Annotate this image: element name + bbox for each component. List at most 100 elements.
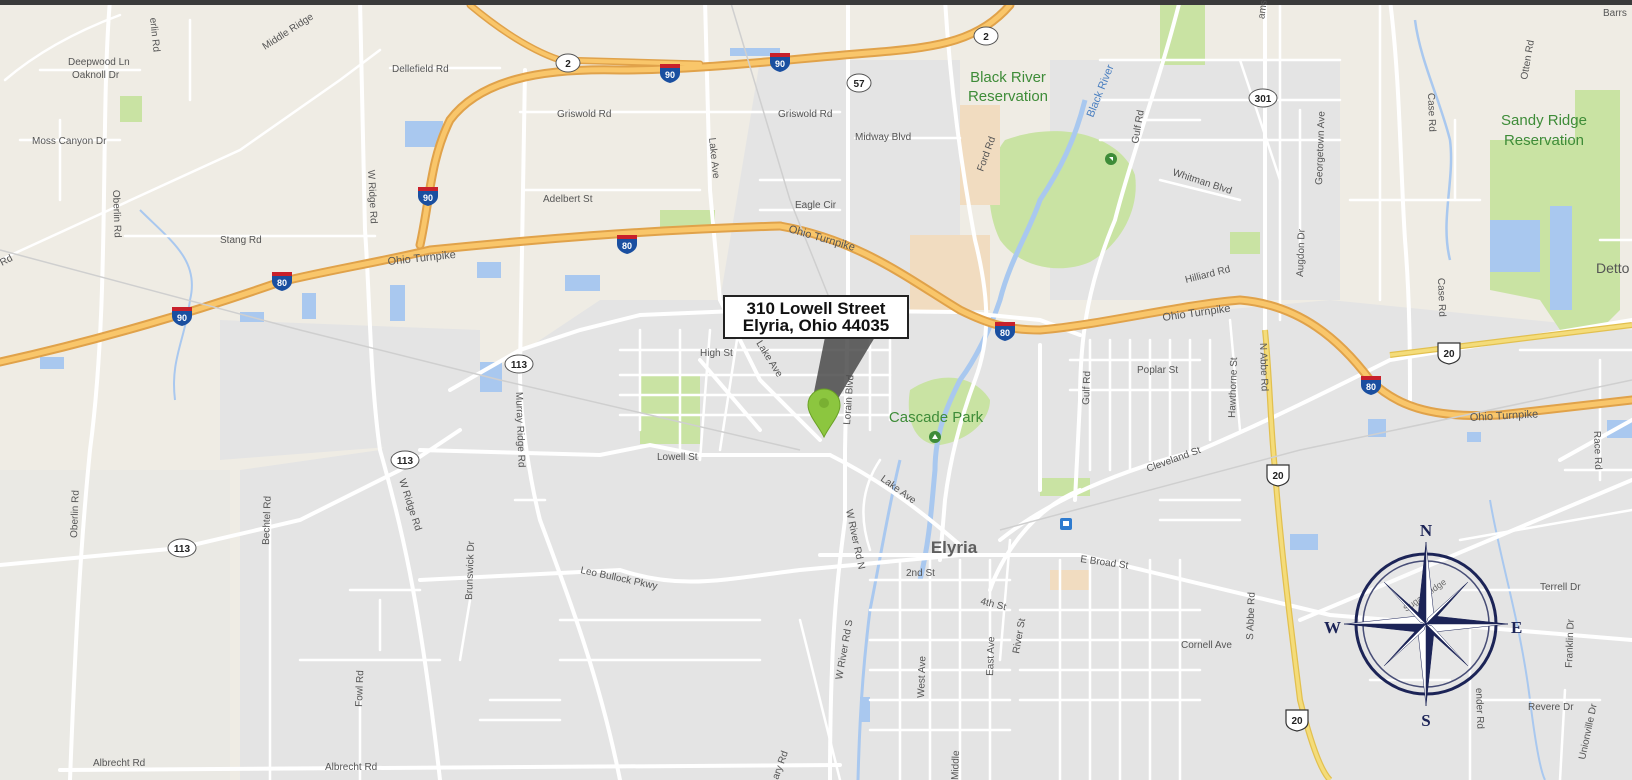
rail-lines — [0, 0, 1632, 531]
svg-text:80: 80 — [277, 278, 287, 288]
street-label: Lorain Blvd — [842, 375, 856, 426]
street-label: Murray Ridge Rd — [513, 392, 527, 468]
street-label: Barrs — [1603, 8, 1627, 19]
sandy-ridge-reservation-label-line2: Reservation — [1504, 132, 1584, 149]
state-route-113-shield-3: 113 — [167, 538, 197, 558]
svg-text:113: 113 — [397, 456, 414, 467]
street-label: Adelbert St — [543, 194, 593, 205]
us-20-shield-1: 20 — [1437, 342, 1461, 365]
svg-text:2: 2 — [983, 32, 989, 43]
street-label: Eagle Cir — [795, 200, 837, 211]
street-label: S Abbe Rd — [1245, 592, 1258, 640]
compass-star — [1343, 541, 1509, 707]
street-label: ender Rd — [1473, 688, 1485, 729]
state-route-301-shield: 301 — [1248, 88, 1278, 108]
cascade-park-label: Cascade Park — [889, 409, 984, 426]
street-label: Griswold Rd — [778, 109, 832, 120]
street-label: Dellefield Rd — [392, 64, 449, 75]
compass-rose: Sugar Ridge N S E W — [1324, 521, 1522, 730]
street-label: Gulf Rd — [1081, 371, 1093, 405]
state-route-2-shield-2: 2 — [973, 26, 999, 46]
callout-pointer — [812, 332, 878, 402]
interstate-90-shield-2: 90 — [770, 53, 790, 72]
compass-north-label: N — [1420, 521, 1433, 540]
svg-text:80: 80 — [622, 241, 632, 251]
street-label: Hawthorne St — [1227, 357, 1240, 418]
top-band — [0, 0, 1632, 5]
street-label: Georgetown Ave — [1314, 111, 1328, 186]
sandy-ridge-reservation-label-line1: Sandy Ridge — [1501, 112, 1587, 129]
street-label: Poplar St — [1137, 365, 1178, 376]
svg-text:90: 90 — [665, 70, 675, 80]
interstate-80-shield-3: 80 — [995, 322, 1015, 341]
street-label: Brunswick Dr — [464, 540, 477, 600]
interstate-80-shield-1: 80 — [272, 272, 292, 291]
park-tree-icon — [929, 431, 941, 443]
address-callout: 310 Lowell Street Elyria, Ohio 44035 — [723, 295, 909, 339]
state-route-57-shield: 57 — [846, 73, 872, 93]
us-20-shield-2: 20 — [1266, 464, 1290, 487]
street-label: Cornell Ave — [1181, 640, 1232, 651]
street-label: N Abbe Rd — [1257, 343, 1270, 392]
us-20-shield-3: 20 — [1285, 709, 1309, 732]
street-label: Oberlin Rd — [110, 190, 123, 238]
street-label: Bechtel Rd — [261, 496, 274, 545]
svg-text:90: 90 — [423, 193, 433, 203]
street-label: Griswold Rd — [557, 109, 611, 120]
transit-icon — [1060, 518, 1072, 530]
street-label: Franklin Dr — [1564, 618, 1577, 668]
street-label: erlin Rd — [147, 17, 162, 52]
park-labels: Black River Reservation Sandy Ridge Rese… — [889, 69, 1587, 530]
state-route-2-shield-1: 2 — [555, 53, 581, 73]
street-label: Fowl Rd — [354, 670, 366, 707]
street-label: Midway Blvd — [855, 132, 911, 143]
address-line2: Elyria, Ohio 44035 — [742, 316, 890, 335]
street-label: Middle — [950, 750, 962, 780]
svg-text:80: 80 — [1366, 382, 1376, 392]
street-label: High St — [700, 348, 733, 359]
street-label: Lowell St — [657, 452, 698, 463]
state-route-113-shield-2: 113 — [390, 450, 420, 470]
place-label-detto: Detto — [1596, 260, 1630, 276]
street-label: Oberlin Rd — [69, 490, 82, 538]
street-label: Albrecht Rd — [325, 762, 377, 773]
location-marker[interactable] — [807, 332, 878, 439]
svg-text:20: 20 — [1291, 716, 1303, 727]
street-label: Oaknoll Dr — [72, 70, 120, 81]
street-label: W Ridge Rd — [365, 170, 379, 224]
svg-text:113: 113 — [511, 360, 528, 371]
svg-text:57: 57 — [853, 79, 865, 90]
street-label: Augdon Dr — [1295, 228, 1308, 277]
interstate-80-shield-4: 80 — [1361, 376, 1381, 395]
svg-text:90: 90 — [775, 59, 785, 69]
svg-text:113: 113 — [174, 544, 191, 555]
us-20-road — [1262, 322, 1632, 780]
black-river-reservation-label-line1: Black River — [970, 69, 1046, 86]
svg-text:90: 90 — [177, 313, 187, 323]
state-route-113-shield-1: 113 — [504, 354, 534, 374]
street-label: Albrecht Rd — [93, 758, 145, 769]
interstate-80-shield-2: 80 — [617, 235, 637, 254]
street-label: Case Rd — [1425, 93, 1437, 132]
city-label: Elyria — [931, 538, 978, 557]
street-label: Deepwood Ln — [68, 57, 130, 68]
compass-west-label: W — [1324, 618, 1341, 637]
svg-text:20: 20 — [1272, 471, 1284, 482]
compass-south-label: S — [1421, 711, 1430, 730]
svg-text:301: 301 — [1255, 94, 1272, 105]
map-pin-icon[interactable] — [807, 388, 841, 439]
street-label: Revere Dr — [1528, 702, 1574, 713]
street-label: Stang Rd — [220, 235, 262, 246]
interstate-90-shield-4: 90 — [172, 307, 192, 326]
black-river-reservation-label-line2: Reservation — [968, 88, 1048, 105]
svg-text:20: 20 — [1443, 349, 1455, 360]
compass-east-label: E — [1511, 618, 1522, 637]
street-label: West Ave — [916, 655, 928, 698]
address-line1: 310 Lowell Street — [746, 299, 886, 318]
svg-text:80: 80 — [1000, 328, 1010, 338]
street-label: Lake Ave — [706, 137, 721, 179]
industrial-areas — [910, 105, 1090, 590]
